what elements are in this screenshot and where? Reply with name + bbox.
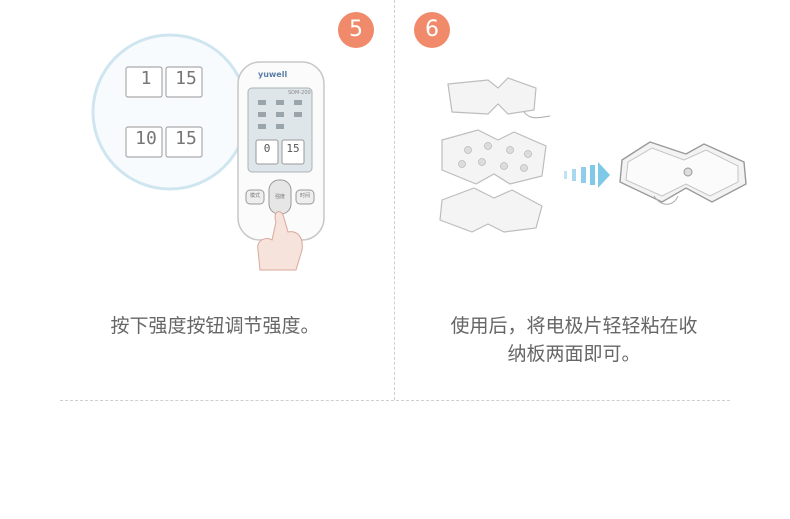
- zoom-digit-3: 10: [135, 128, 157, 149]
- device-intensity-button: 强度: [274, 194, 285, 200]
- device-time-button: 时间: [299, 193, 310, 199]
- step-6-caption-line-1: 使用后，将电极片轻轻粘在收: [450, 315, 698, 337]
- device-lcd-value: 15: [286, 142, 300, 155]
- step-6-caption-line-2: 纳板两面即可。: [507, 343, 641, 365]
- zoom-digit-2: 15: [175, 68, 197, 89]
- device-model-label: SDM-200: [288, 90, 311, 96]
- device-brand-label: yuwell: [258, 70, 288, 79]
- massager-device-illustration: [237, 61, 325, 271]
- electrode-pads-illustration: [439, 77, 551, 233]
- step-6-badge: 6: [414, 12, 450, 48]
- zoom-digit-1: 1: [140, 68, 152, 89]
- step-5-caption: 按下强度按钮调节强度。: [110, 315, 320, 337]
- zoom-digit-4: 15: [175, 128, 197, 149]
- vertical-divider: [394, 0, 395, 400]
- device-lcd-mode: 0: [263, 142, 271, 155]
- storage-board-illustration: [619, 141, 747, 205]
- device-mode-button: 模式: [249, 193, 260, 199]
- arrow-icon: [564, 162, 610, 188]
- horizontal-divider: [60, 400, 730, 401]
- lcd-zoom-circle-illustration: [91, 33, 249, 191]
- step-5-badge: 5: [338, 12, 374, 48]
